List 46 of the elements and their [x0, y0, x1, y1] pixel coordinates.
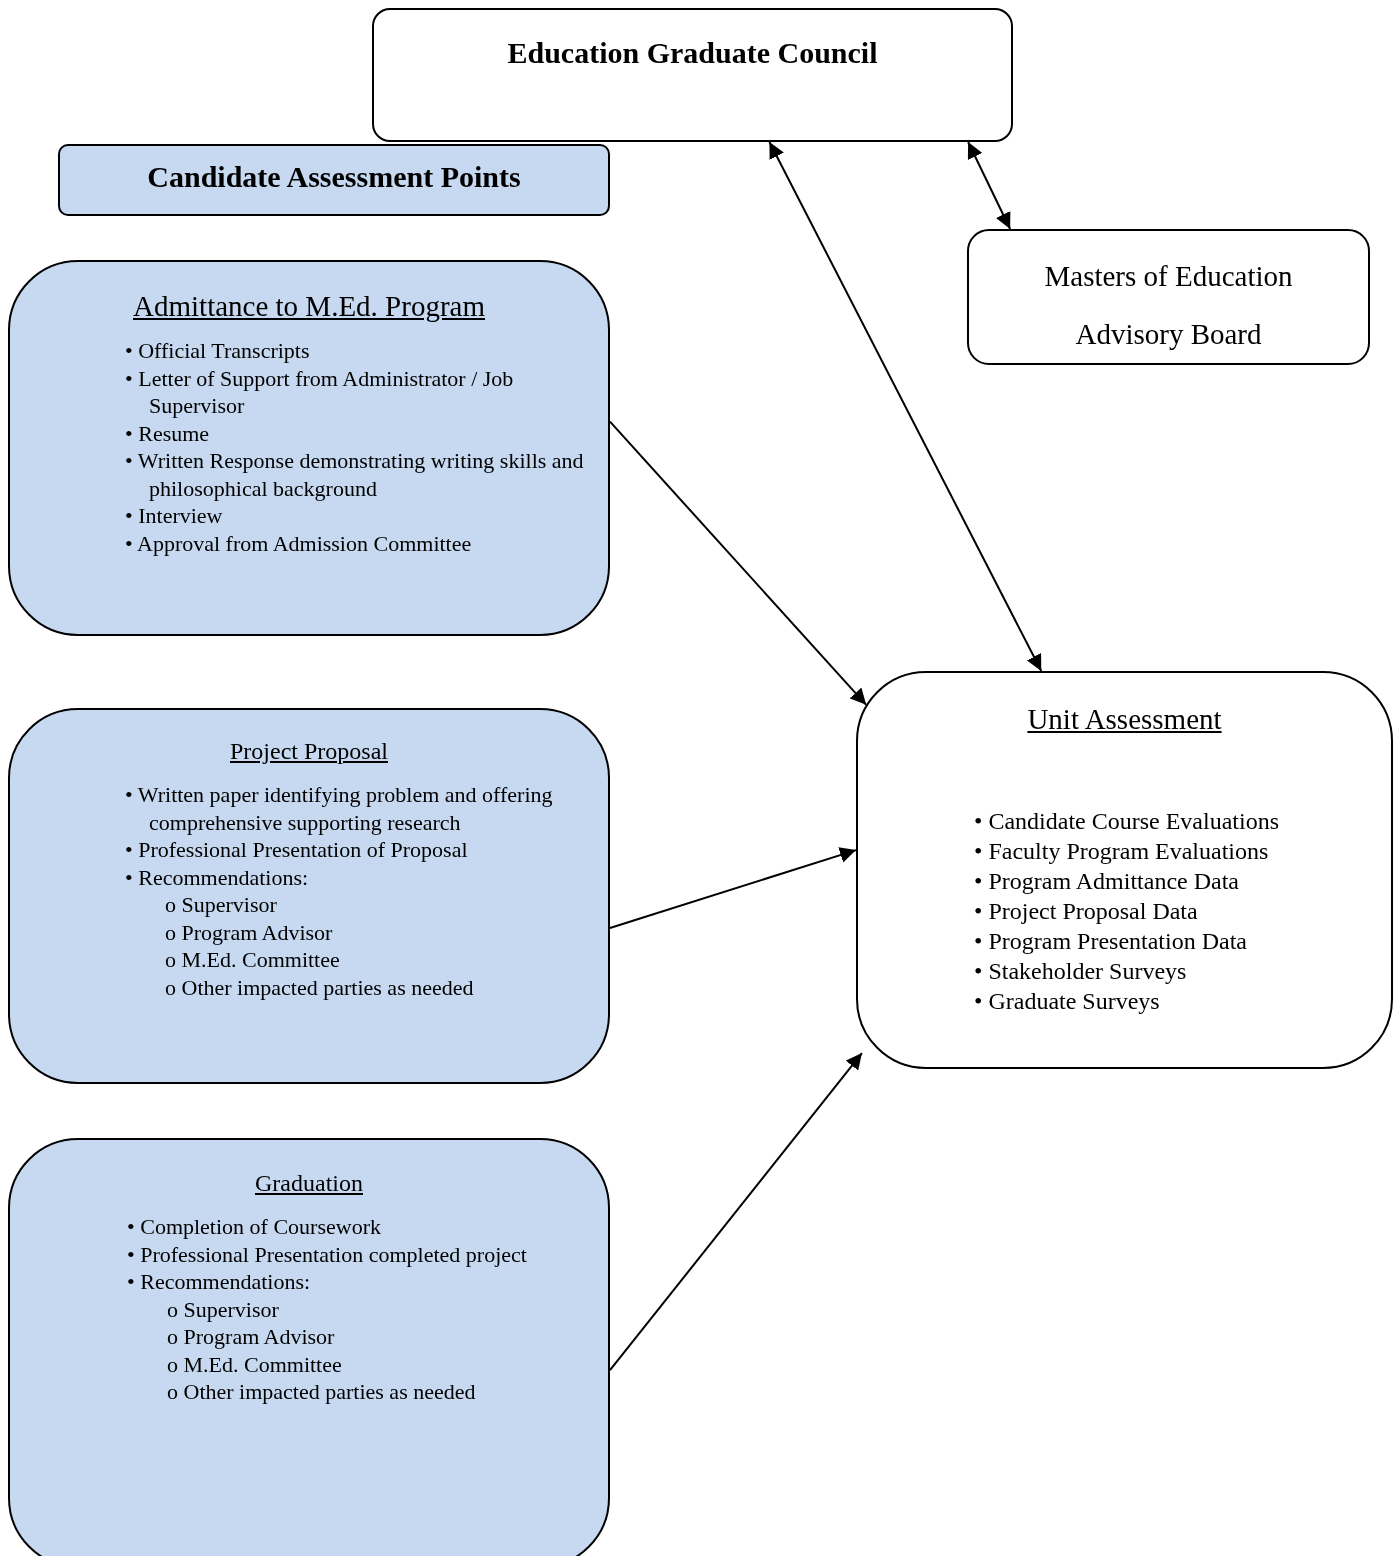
list-item: o Program Advisor	[167, 1323, 336, 1351]
list-item: • Program Admittance Data	[974, 867, 1240, 896]
list-item: • Professional Presentation completed project	[127, 1240, 528, 1268]
list-item: o M.Ed. Committee	[165, 946, 341, 974]
list-item: • Written paper identifying problem and offering comprehensive supporting research	[125, 781, 554, 836]
rounded-box	[8, 708, 610, 1084]
arrow	[609, 847, 857, 929]
list-item: • Official Transcripts	[125, 337, 311, 365]
list-item: • Resume	[125, 419, 211, 447]
rounded-box	[856, 671, 1393, 1069]
list-item: • Project Proposal Data	[974, 897, 1199, 926]
list-item: • Completion of Coursework	[127, 1213, 382, 1241]
rounded-box	[372, 8, 1013, 142]
rounded-box	[8, 260, 610, 636]
list-item: o Supervisor	[167, 1295, 280, 1323]
rounded-box	[58, 144, 610, 216]
list-item: o Other impacted parties as needed	[165, 973, 475, 1001]
list-item: o Program Advisor	[165, 918, 334, 946]
list-item: • Letter of Support from Administrator / Job Supervisor	[125, 364, 515, 420]
arrow	[609, 420, 868, 706]
rounded-box	[8, 1138, 610, 1556]
arrow	[609, 1052, 863, 1372]
list-item: • Written Response demonstrating writing skills and philosophical background	[125, 447, 585, 502]
heading: Masters of Education Advisory Board	[1043, 259, 1294, 352]
heading: Admittance to M.Ed. Program	[133, 290, 485, 323]
list-item: • Graduate Surveys	[974, 987, 1161, 1016]
heading: Education Graduate Council	[507, 36, 878, 70]
heading: Project Proposal	[230, 738, 388, 765]
arrow	[768, 141, 1043, 672]
rounded-box	[967, 229, 1370, 365]
list-item: o M.Ed. Committee	[167, 1350, 343, 1378]
list-item: • Candidate Course Evaluations	[974, 807, 1280, 836]
arrow	[967, 141, 1012, 230]
list-item: • Stakeholder Surveys	[974, 957, 1188, 986]
list-item: • Professional Presentation of Proposal	[125, 836, 469, 864]
heading: Graduation	[255, 1170, 363, 1197]
heading: Candidate Assessment Points	[147, 160, 521, 194]
heading: Unit Assessment	[1027, 703, 1222, 736]
list-item: • Interview	[125, 502, 224, 530]
list-item: o Supervisor	[165, 891, 278, 919]
list-item: • Recommendations:	[125, 863, 310, 891]
list-item: • Approval from Admission Committee	[125, 529, 473, 557]
list-item: • Program Presentation Data	[974, 927, 1248, 956]
list-item: • Recommendations:	[127, 1268, 312, 1296]
list-item: o Other impacted parties as needed	[167, 1378, 477, 1406]
list-item: • Faculty Program Evaluations	[974, 837, 1270, 866]
